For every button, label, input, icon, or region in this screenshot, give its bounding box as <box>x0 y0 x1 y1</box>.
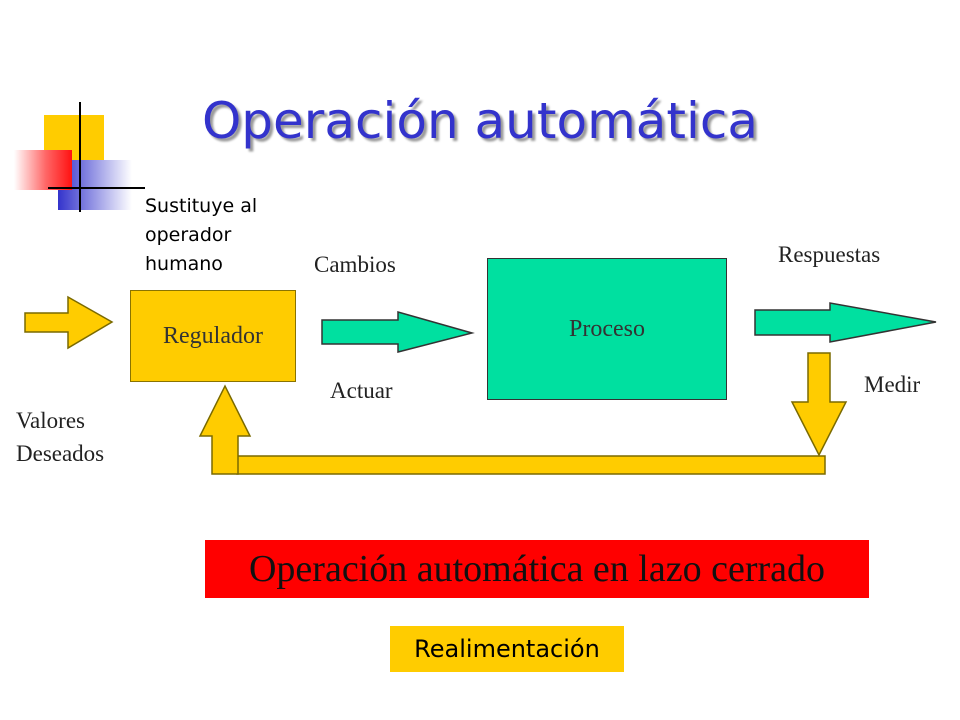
measure-arrow <box>790 352 848 457</box>
changes-label: Cambios <box>314 252 396 277</box>
slide-title: Operación automática <box>201 92 759 150</box>
feedback-tag-text: Realimentación <box>414 635 600 663</box>
act-label: Actuar <box>330 378 393 403</box>
desired-values-line2: Deseados <box>16 441 105 466</box>
process-box: Proceso <box>487 258 727 400</box>
feedback-bar <box>236 455 826 475</box>
regulator-note: Sustituye al operador humano <box>145 195 258 275</box>
feedback-tag: Realimentación <box>390 626 624 672</box>
desired-values-line1: Valores <box>16 408 85 433</box>
closed-loop-banner-text: Operación automática en lazo cerrado <box>248 548 825 590</box>
feedback-up-arrow <box>198 384 252 475</box>
desired-values-label: Valores Deseados <box>16 404 104 470</box>
closed-loop-banner: Operación automática en lazo cerrado <box>205 540 869 598</box>
process-label: Proceso <box>569 315 645 342</box>
response-arrow <box>754 302 937 343</box>
regulator-box: Regulador <box>130 290 296 382</box>
measure-label: Medir <box>864 372 921 397</box>
regulator-label: Regulador <box>163 322 263 349</box>
overlapping-squares-logo-icon <box>14 102 145 212</box>
actuate-arrow <box>321 311 475 353</box>
input-arrow <box>24 295 114 350</box>
responses-label: Respuestas <box>778 242 881 267</box>
